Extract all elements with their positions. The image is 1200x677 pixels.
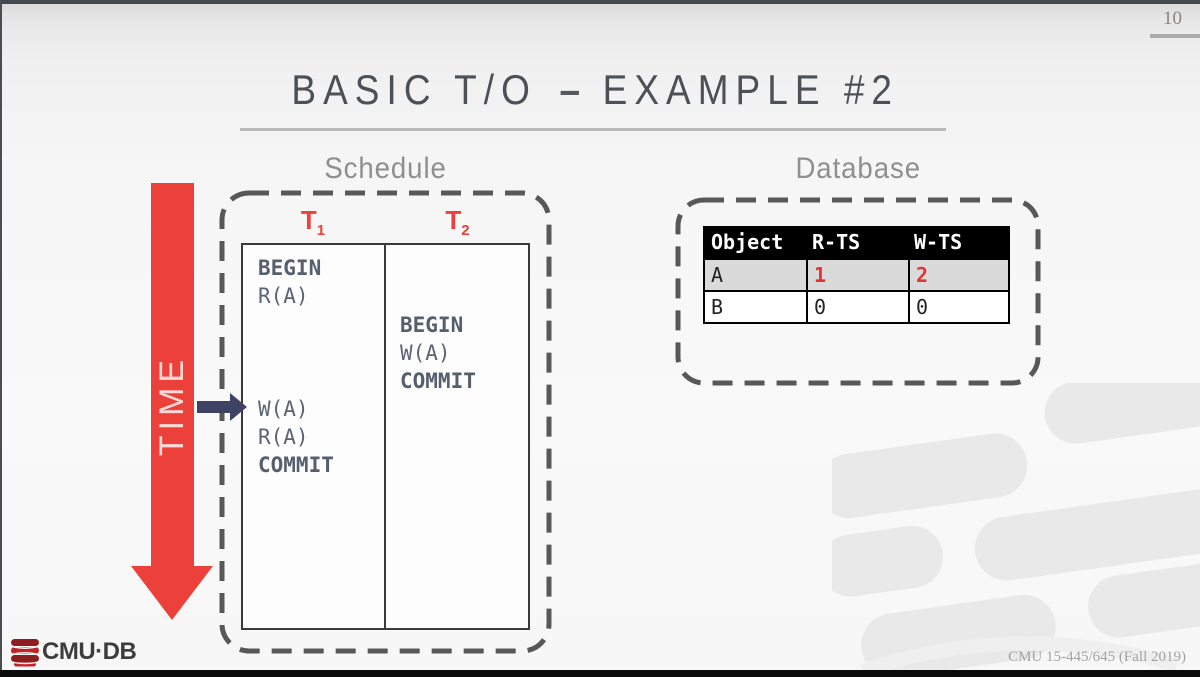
top-edge-bar (0, 0, 1200, 4)
t2-ops: BEGIN W(A) COMMIT (400, 311, 476, 395)
db-header-object: Object (711, 230, 784, 254)
time-arrow-head (131, 566, 213, 620)
db-row-b: B 0 0 (705, 290, 1008, 322)
cmu-db-logo-icon (10, 639, 40, 667)
t1-ops-bottom: W(A) R(A) COMMIT (258, 395, 334, 479)
schedule-label: Schedule (324, 152, 448, 185)
left-edge-bar (0, 0, 2, 677)
db-b-object: B (711, 295, 724, 319)
title-underline (240, 128, 946, 131)
t1-subscript: 1 (316, 222, 326, 240)
op-t2-write-a: W(A) (400, 341, 451, 365)
db-header-rts: R-TS (812, 230, 861, 254)
db-a-object: A (711, 263, 724, 287)
page-number-underline (1150, 34, 1200, 38)
time-arrow-body (151, 183, 194, 569)
time-arrow-label: TIME (153, 354, 191, 456)
cmu-db-logo: CMU·DB (10, 637, 137, 667)
page-number: 10 (1163, 8, 1182, 29)
db-table-header-row: Object R-TS W-TS (705, 228, 1008, 258)
current-op-arrow-icon (197, 393, 247, 421)
schedule-table: BEGIN R(A) BEGIN W(A) COMMIT W(A) R(A) C… (241, 243, 530, 630)
database-watermark-icon (832, 383, 1200, 671)
bottom-edge-bar (0, 670, 1200, 677)
op-t1-commit: COMMIT (258, 453, 334, 477)
db-header-wts: W-TS (914, 230, 963, 254)
course-footer: CMU 15-445/645 (Fall 2019) (1008, 649, 1186, 665)
database-label: Database (795, 152, 921, 185)
txn-t2-header: T2 (445, 205, 470, 240)
title-dash: – (559, 66, 580, 113)
database-table: Object R-TS W-TS A 1 2 B 0 0 (703, 226, 1010, 324)
op-t1-read-a: R(A) (258, 284, 309, 308)
db-b-rts: 0 (806, 292, 908, 322)
page-title: BASIC T/O – EXAMPLE #2 (0, 66, 1190, 114)
cmu-db-logo-text: CMU·DB (42, 638, 137, 665)
op-t1-write-a: W(A) (258, 397, 309, 421)
title-part2: EXAMPLE #2 (602, 66, 899, 113)
t1-ops-top: BEGIN R(A) (258, 254, 321, 310)
db-b-wts: 0 (908, 292, 1008, 322)
op-t2-begin: BEGIN (400, 313, 464, 337)
db-a-rts: 1 (806, 260, 908, 290)
op-t1-read-a2: R(A) (258, 425, 309, 449)
schedule-column-divider (384, 245, 386, 628)
db-a-wts: 2 (908, 260, 1008, 290)
title-part1: BASIC T/O (291, 66, 537, 113)
op-t1-begin: BEGIN (258, 256, 322, 280)
t2-subscript: 2 (461, 222, 470, 240)
db-row-a: A 1 2 (705, 258, 1008, 290)
op-t2-commit: COMMIT (400, 369, 476, 393)
txn-t1-header: T1 (300, 205, 326, 240)
